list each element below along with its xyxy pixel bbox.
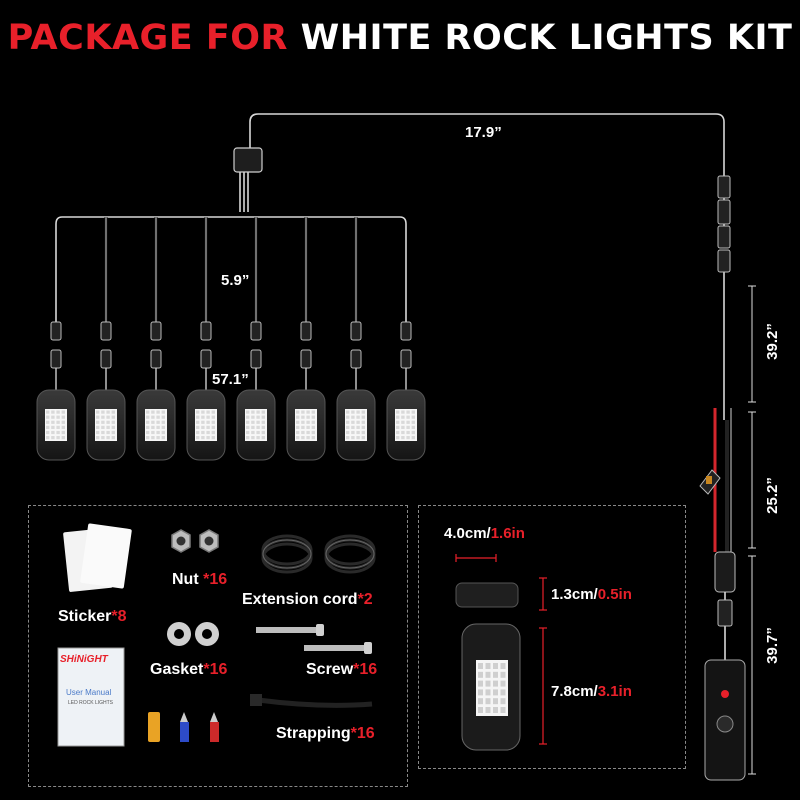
item-gasket: Gasket*16 xyxy=(150,661,228,678)
manual-subtitle: LED ROCK LIGHTS xyxy=(68,700,114,706)
item-screw: Screw*16 xyxy=(306,661,378,678)
dim-span: 57.1” xyxy=(212,371,249,388)
item-sticker: Sticker*8 xyxy=(58,608,127,625)
item-nut: Nut *16 xyxy=(172,571,228,588)
hub-connector xyxy=(233,147,263,173)
page-title: PACKAGE FOR WHITE ROCK LIGHTS KIT xyxy=(0,18,800,58)
item-extension-cord: Extension cord*2 xyxy=(242,591,373,608)
dim-branch: 5.9” xyxy=(221,272,250,289)
item-strapping: Strapping*16 xyxy=(276,725,375,742)
light-width: 4.0cm/1.6in xyxy=(444,525,525,542)
package-contents-box xyxy=(28,505,408,787)
light-side-view xyxy=(455,582,519,608)
dim-right1: 39.2” xyxy=(763,323,781,360)
light-length: 7.8cm/3.1in xyxy=(551,683,632,700)
dim-top-cable: 17.9” xyxy=(465,124,502,141)
dim-right3: 39.7” xyxy=(763,627,781,664)
manual-title: User Manual xyxy=(66,688,112,697)
light-dimensions-box xyxy=(418,505,686,769)
manual-brand: SHiNiGHT xyxy=(60,654,108,665)
title-part-white: WHITE ROCK LIGHTS KIT xyxy=(300,18,793,58)
light-height: 1.3cm/0.5in xyxy=(551,586,632,603)
title-part-red: PACKAGE FOR xyxy=(7,18,288,58)
sticker-graphic xyxy=(63,523,132,592)
dim-right2: 25.2” xyxy=(763,477,781,514)
